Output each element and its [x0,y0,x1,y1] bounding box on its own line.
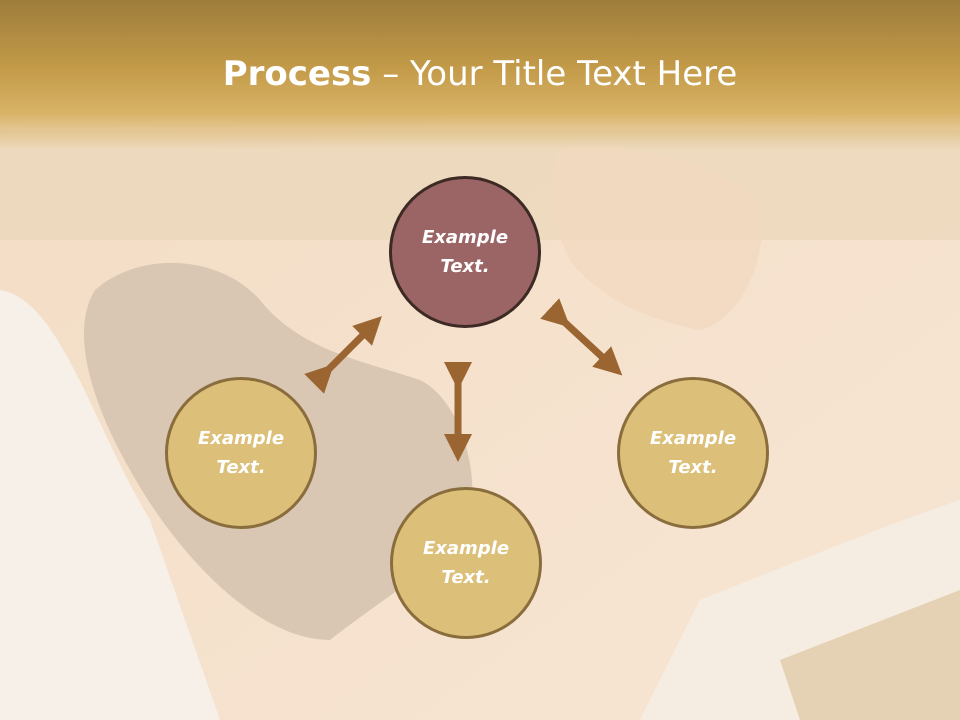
process-node-bottom: Example Text. [390,487,542,639]
title-bold: Process [222,54,372,94]
process-node-right: Example Text. [617,377,769,529]
node-right-text: Example Text. [649,428,737,478]
title-rest: – Your Title Text Here [371,54,738,94]
process-node-top: Example Text. [389,176,541,328]
arrow-left [304,316,382,394]
title-bar [0,0,960,150]
node-bottom-text: Example Text. [422,538,510,588]
node-top-text: Example Text. [421,227,509,277]
slide-title: Process – Your Title Text Here [0,52,960,96]
node-left-text: Example Text. [197,428,285,478]
arrow-right [540,298,623,376]
process-node-left: Example Text. [165,377,317,529]
